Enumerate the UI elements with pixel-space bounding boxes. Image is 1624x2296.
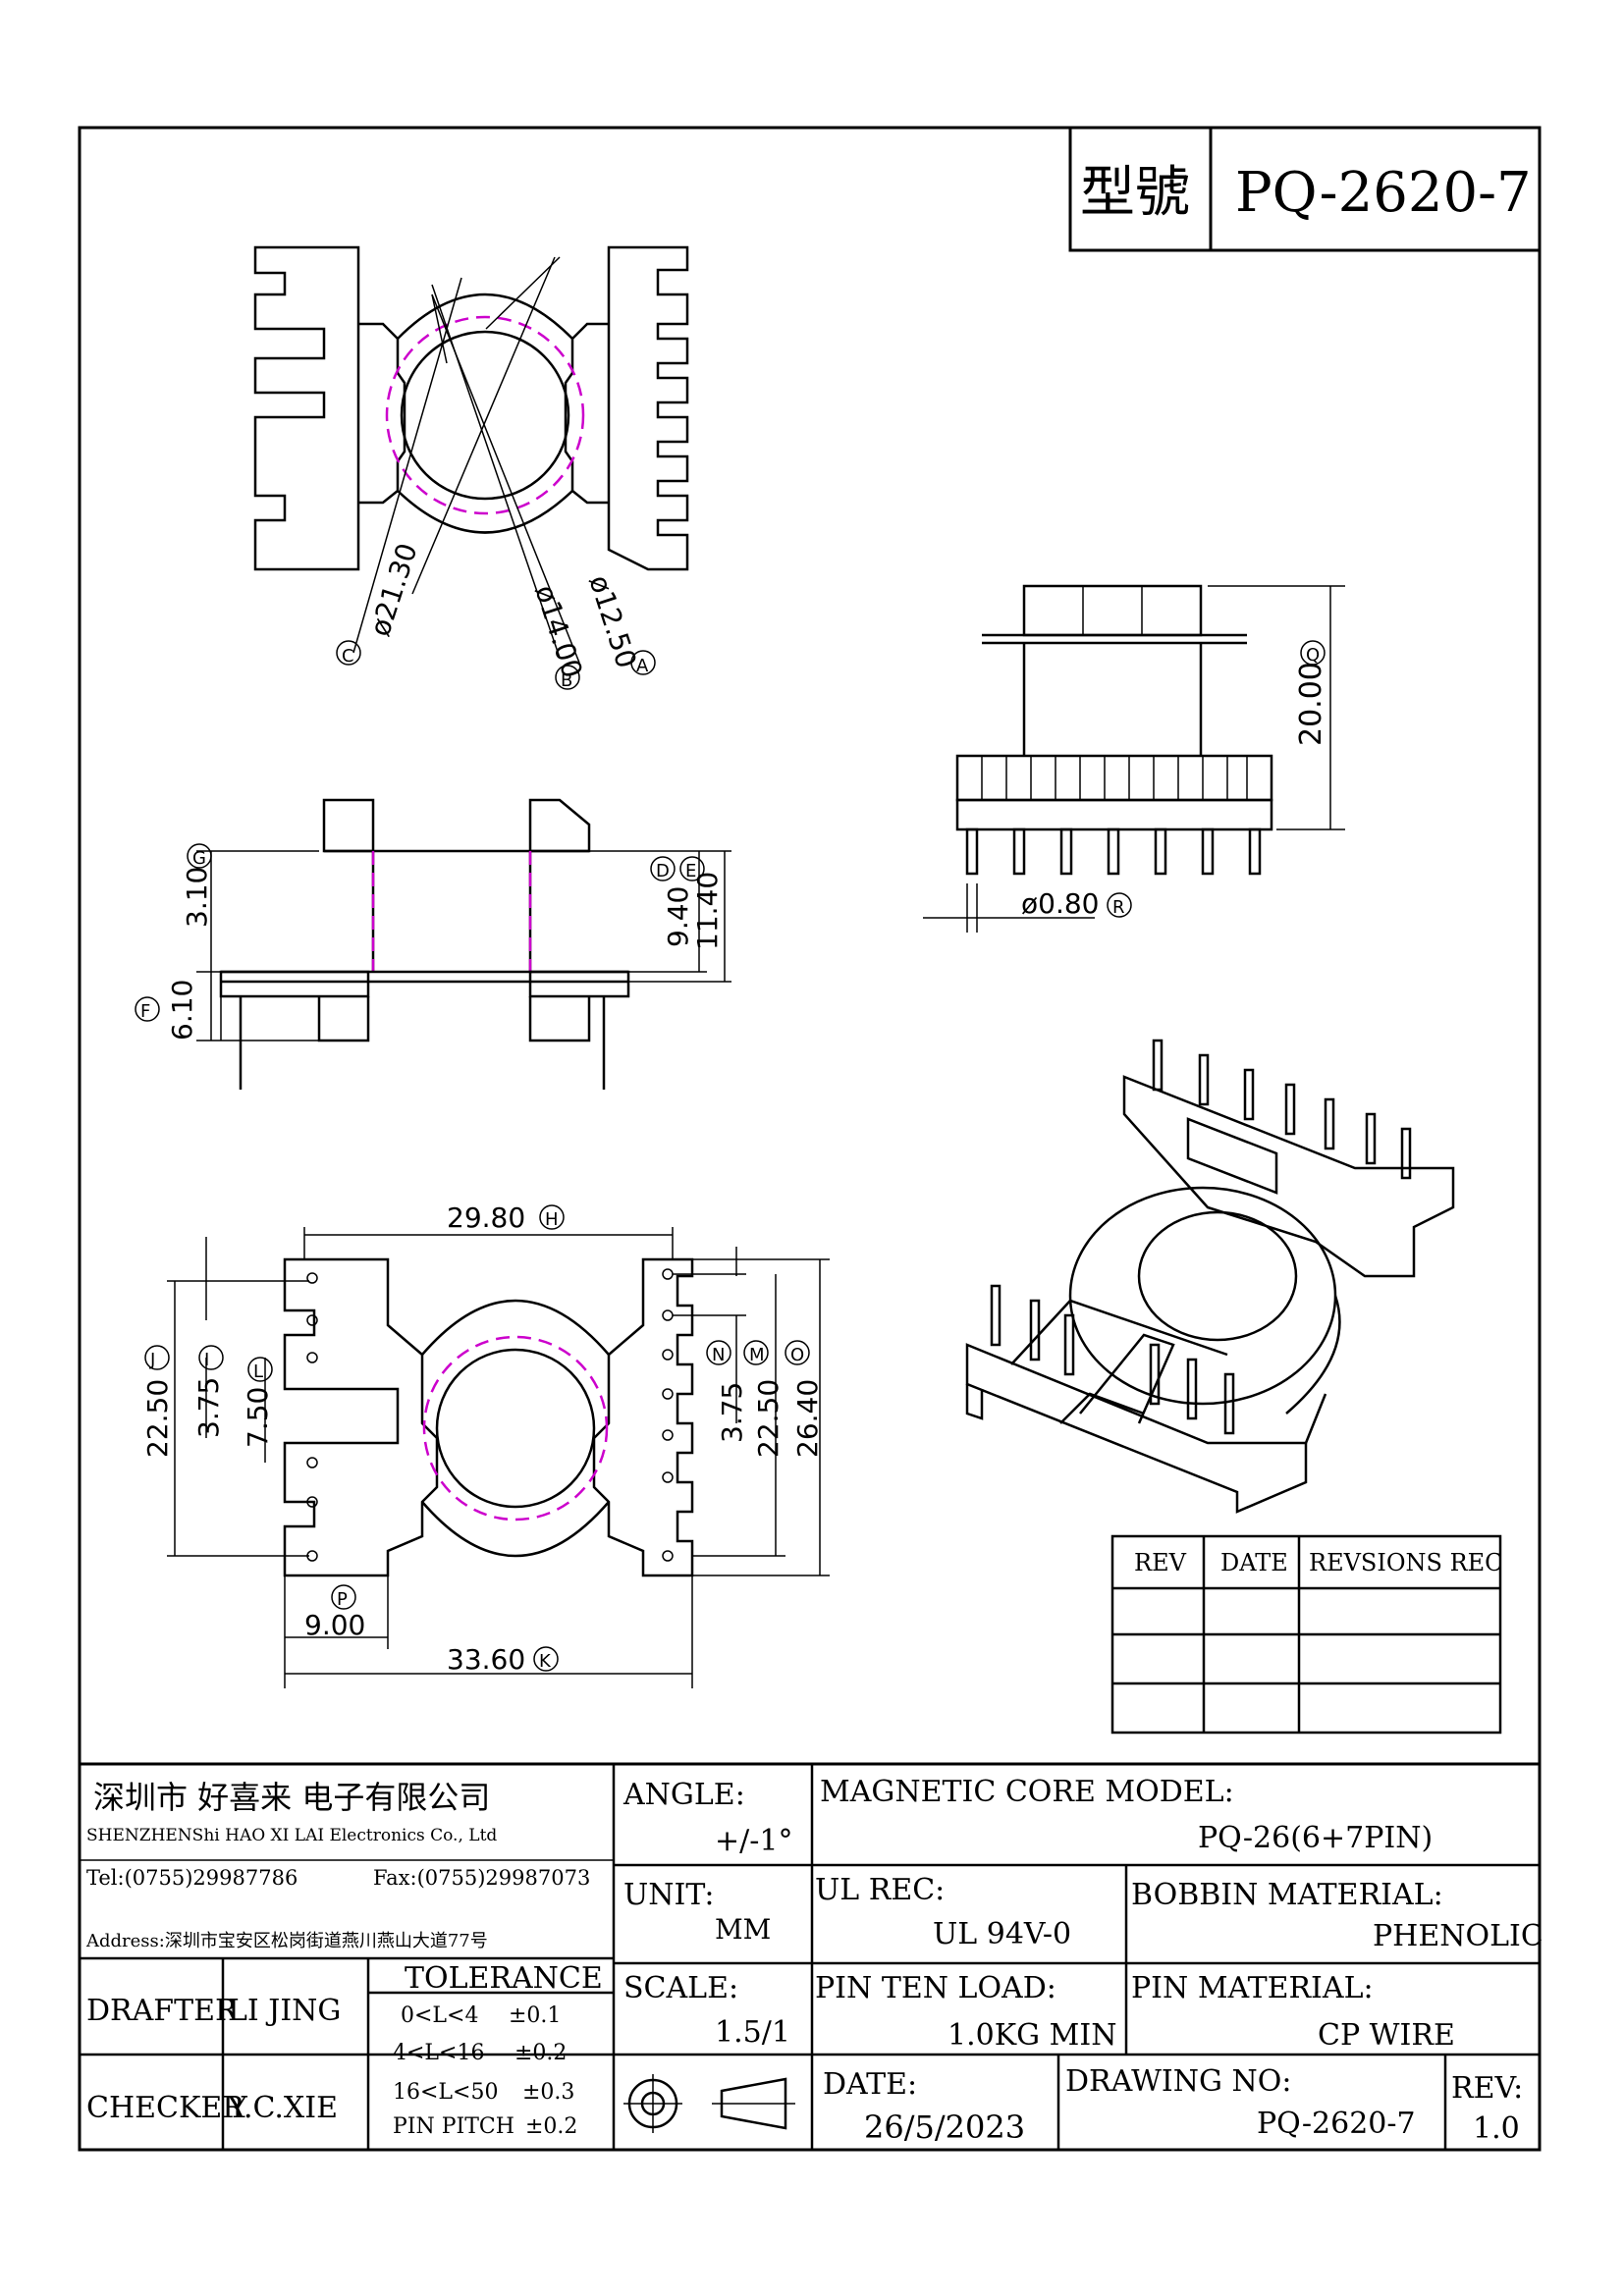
dim-e-text: 11.40 (691, 872, 724, 950)
tag-r: R (1112, 897, 1125, 918)
tol-value-3: ±0.3 (522, 2080, 574, 2105)
tag-b: B (561, 670, 572, 691)
revision-table: REV DATE REVSIONS REC (1110, 1534, 1503, 1735)
dim-f-text: 6.10 (166, 980, 198, 1041)
tag-n: N (712, 1345, 725, 1365)
tag-g: G (192, 848, 206, 869)
date-header: DATE (1220, 1549, 1288, 1576)
date-value: 26/5/2023 (864, 2109, 1025, 2146)
scale-label: SCALE: (623, 1971, 738, 2005)
dim-m-text: 22.50 (752, 1379, 785, 1458)
tag-a: A (636, 656, 649, 676)
model-label: 型號 (1080, 161, 1190, 225)
tag-d: D (656, 861, 670, 881)
company-name-cn: 深圳市 好喜来 电子有限公司 (93, 1779, 490, 1816)
top-view: ø21.30 ø14.00 ø12.50 C B A (253, 245, 689, 691)
tol-range-4: PIN PITCH (393, 2114, 514, 2139)
tag-e: E (685, 861, 696, 881)
tag-q: Q (1306, 645, 1320, 666)
address-text: Address:深圳市宝安区松岗街道燕川燕山大道77号 (85, 1931, 488, 1951)
tag-m: M (749, 1345, 765, 1365)
tol-value-4: ±0.2 (525, 2114, 577, 2139)
model-number: PQ-2620-7 (1235, 161, 1532, 225)
title-block: 深圳市 好喜来 电子有限公司 SHENZHENShi HAO XI LAI El… (80, 1762, 1543, 2150)
dim-p-text: 9.00 (304, 1609, 365, 1641)
dim-o-text: 26.40 (791, 1379, 824, 1458)
dim-j-text: 22.50 (141, 1379, 174, 1458)
dim-n-text: 3.75 (716, 1382, 748, 1443)
ul-value: UL 94V-0 (933, 1917, 1071, 1951)
tol-range-2: 4<L<16 (393, 2041, 484, 2065)
angle-value: +/-1° (715, 1824, 792, 1858)
angle-label: ANGLE: (623, 1778, 745, 1812)
tolerance-label: TOLERANCE (405, 1961, 603, 1996)
rev-value: 1.0 (1473, 2111, 1520, 2146)
drawing-frame (78, 126, 1542, 2152)
core-value: PQ-26(6+7PIN) (1198, 1821, 1433, 1855)
dim-d-text: 9.40 (662, 886, 694, 947)
drafter-label: DRAFTER (86, 1994, 239, 2028)
dim-r-text: ø0.80 (1021, 887, 1099, 920)
side-view: 3.10 G 6.10 F 9.40 11.40 D E (135, 798, 731, 1090)
tol-value-2: ±0.2 (514, 2041, 567, 2065)
tol-value-1: ±0.1 (509, 2003, 561, 2028)
tag-o: O (790, 1345, 804, 1365)
scale-value: 1.5/1 (715, 2015, 790, 2050)
pin-material-label: PIN MATERIAL: (1131, 1971, 1374, 2005)
bottom-view: 29.80 H 22.50 J 3.75 I 7.50 L 3.75 N 22.… (141, 1201, 830, 1688)
unit-value: MM (715, 1913, 771, 1946)
revisions-header: REVSIONS REC (1309, 1549, 1503, 1576)
tag-p: P (337, 1589, 348, 1610)
tel-text: Tel:(0755)29987786 (86, 1866, 298, 1890)
pin-load-value: 1.0KG MIN (947, 2018, 1116, 2053)
front-view: 20.00 Q ø0.80 R (923, 584, 1345, 933)
isometric-view (965, 1039, 1455, 1514)
rev-header: REV (1134, 1549, 1187, 1576)
tol-range-1: 0<L<4 (401, 2003, 478, 2028)
tag-c: C (342, 646, 354, 667)
tag-l: L (253, 1362, 263, 1382)
bobbin-label: BOBBIN MATERIAL: (1131, 1878, 1443, 1912)
tag-h: H (545, 1209, 559, 1230)
ul-label: UL REC: (815, 1873, 945, 1907)
date-label: DATE: (823, 2067, 917, 2102)
tag-i: I (204, 1350, 209, 1370)
drafter-value: LI JING (228, 1994, 341, 2028)
pin-material-value: CP WIRE (1318, 2018, 1455, 2053)
dim-a-text: ø12.50 (582, 571, 642, 672)
dim-b-text: ø14.00 (528, 581, 588, 682)
pin-load-label: PIN TEN LOAD: (815, 1971, 1056, 2005)
checker-label: CHECKER (86, 2091, 245, 2125)
fax-text: Fax:(0755)29987073 (373, 1866, 590, 1890)
drawing-no-value: PQ-2620-7 (1257, 2107, 1416, 2141)
drawing-no-label: DRAWING NO: (1065, 2064, 1291, 2099)
unit-label: UNIT: (623, 1878, 714, 1912)
model-title-box: 型號 PQ-2620-7 (1068, 126, 1542, 252)
dim-i-text: 3.75 (192, 1377, 225, 1438)
dim-l-text: 7.50 (242, 1387, 274, 1448)
projection-symbol-icon (623, 2074, 795, 2133)
dim-q-text: 20.00 (1294, 662, 1328, 746)
checker-value: Y.C.XIE (227, 2091, 338, 2125)
tag-f: F (140, 1001, 150, 1022)
dim-k-text: 33.60 (447, 1643, 525, 1676)
dim-h-text: 29.80 (447, 1201, 525, 1234)
bobbin-value: PHENOLIC (1373, 1919, 1543, 1953)
company-name-en: SHENZHENShi HAO XI LAI Electronics Co., … (86, 1826, 497, 1845)
dim-g-text: 3.10 (181, 867, 213, 928)
tol-range-3: 16<L<50 (393, 2080, 498, 2105)
rev-label: REV: (1451, 2071, 1523, 2106)
core-label: MAGNETIC CORE MODEL: (820, 1775, 1234, 1809)
tag-j: J (149, 1350, 155, 1370)
tag-k: K (539, 1651, 552, 1672)
